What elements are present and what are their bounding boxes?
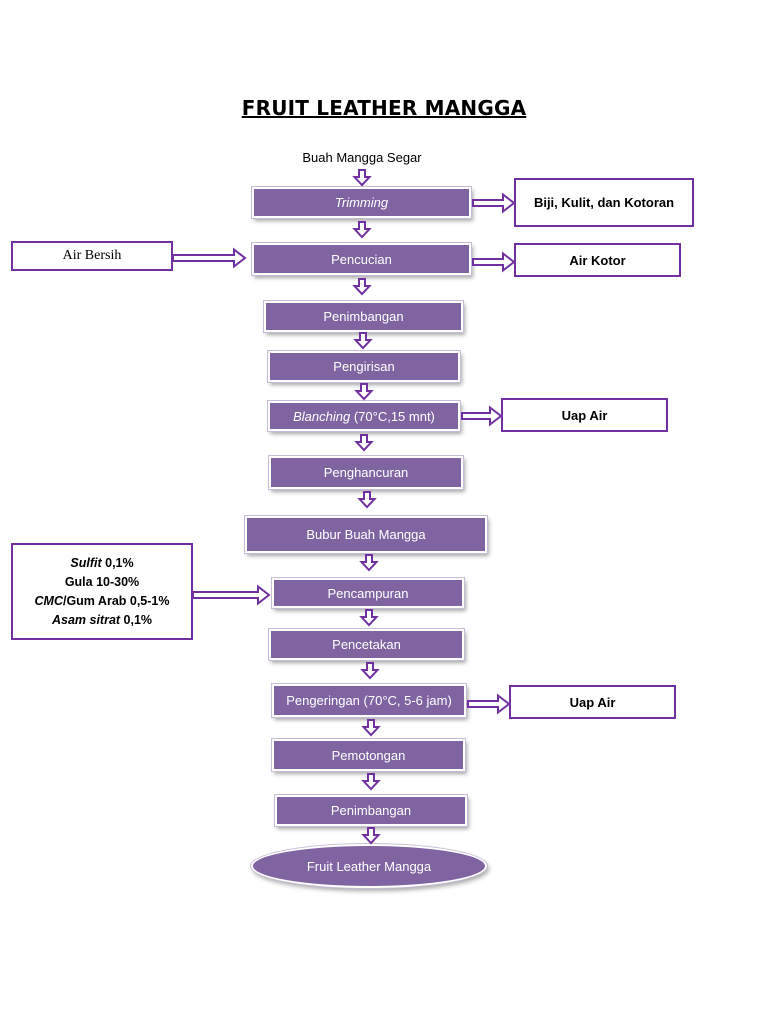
step-trimming-label: Trimming <box>334 195 389 210</box>
step-penimbangan-2-label: Penimbangan <box>330 803 412 818</box>
step-bubur-buah-mangga: Bubur Buah Mangga <box>245 516 487 553</box>
step-penghancuran: Penghancuran <box>269 456 463 489</box>
down-arrow-2 <box>352 221 372 239</box>
sulfit-amount: 0,1% <box>101 555 134 570</box>
step-pencampuran-label: Pencampuran <box>327 585 409 601</box>
step-pencetakan-label: Pencetakan <box>332 637 401 652</box>
diagram-title: FRUIT LEATHER MANGGA <box>241 96 527 120</box>
step-penimbangan-2: Penimbangan <box>275 795 467 826</box>
step-penimbangan-1: Penimbangan <box>264 301 463 332</box>
asam-name: Asam sitrat <box>51 612 121 627</box>
step-trimming: Trimming <box>252 187 471 218</box>
cmc-name: CMC <box>34 593 63 608</box>
right-arrow-pencucian <box>472 251 516 273</box>
step-pemotongan-label: Pemotongan <box>331 747 406 763</box>
step-penimbangan-1-label: Penimbangan <box>323 309 404 324</box>
right-arrow-trimming <box>472 192 516 214</box>
down-arrow-1 <box>352 169 372 187</box>
input-air-bersih-label: Air Bersih <box>62 248 122 263</box>
step-pemotongan: Pemotongan <box>272 739 465 771</box>
down-arrow-13 <box>361 827 381 845</box>
step-blanching-label: Blanching (70°C,15 mnt) <box>293 409 435 424</box>
down-arrow-9 <box>359 609 379 627</box>
step-bubur-label: Bubur Buah Mangga <box>306 527 426 542</box>
down-arrow-3 <box>352 278 372 296</box>
step-pengeringan: Pengeringan (70°C, 5-6 jam) <box>272 684 466 717</box>
step-pengirisan: Pengirisan <box>268 351 460 382</box>
additives-box: Sulfit 0,1% Gula 10-30% CMC/Gum Arab 0,5… <box>11 543 193 640</box>
down-arrow-11 <box>361 719 381 737</box>
right-arrow-blanching <box>461 405 503 427</box>
step-pencucian: Pencucian <box>252 243 471 275</box>
output-uap-air-1: Uap Air <box>501 398 668 432</box>
output-air-kotor-label: Air Kotor <box>569 252 626 268</box>
right-arrow-air-bersih <box>172 247 247 269</box>
down-arrow-12 <box>361 773 381 791</box>
down-arrow-10 <box>360 662 380 680</box>
down-arrow-7 <box>357 491 377 509</box>
step-pencucian-label: Pencucian <box>331 251 392 267</box>
sulfit-name: Sulfit <box>70 555 102 570</box>
input-air-bersih: Air Bersih <box>11 241 173 271</box>
final-product-label: Fruit Leather Mangga <box>306 858 432 874</box>
blanching-term: Blanching <box>293 408 351 424</box>
down-arrow-5 <box>354 383 374 401</box>
output-uap-air-2-label: Uap Air <box>569 694 616 710</box>
right-arrow-pengeringan <box>467 693 511 715</box>
right-arrow-additives <box>192 584 271 606</box>
step-penghancuran-label: Penghancuran <box>323 465 409 480</box>
cmc-rest: /Gum Arab 0,5-1% <box>62 593 170 608</box>
additive-sulfit: Sulfit 0,1% <box>70 554 133 573</box>
down-arrow-6 <box>354 434 374 452</box>
step-pengeringan-label: Pengeringan (70°C, 5-6 jam) <box>286 693 452 708</box>
blanching-params: (70°C,15 mnt) <box>350 408 435 424</box>
final-product-ellipse: Fruit Leather Mangga <box>251 844 487 888</box>
output-uap-air-2: Uap Air <box>509 685 676 719</box>
step-pencampuran: Pencampuran <box>272 578 464 608</box>
output-air-kotor: Air Kotor <box>514 243 681 277</box>
start-label: Buah Mangga Segar <box>302 150 422 165</box>
down-arrow-4 <box>353 332 373 350</box>
asam-amount: 0,1% <box>120 612 153 627</box>
additive-asam-sitrat: Asam sitrat 0,1% <box>52 611 152 630</box>
down-arrow-8 <box>359 554 379 572</box>
step-pengirisan-label: Pengirisan <box>333 359 395 374</box>
output-biji-kulit-kotoran: Biji, Kulit, dan Kotoran <box>514 178 694 227</box>
step-blanching: Blanching (70°C,15 mnt) <box>268 401 460 431</box>
output-biji-label: Biji, Kulit, dan Kotoran <box>533 195 675 210</box>
output-uap-air-1-label: Uap Air <box>561 407 608 423</box>
additive-cmc: CMC/Gum Arab 0,5-1% <box>35 592 170 611</box>
step-pencetakan: Pencetakan <box>269 629 464 660</box>
additive-gula: Gula 10-30% <box>64 574 140 589</box>
